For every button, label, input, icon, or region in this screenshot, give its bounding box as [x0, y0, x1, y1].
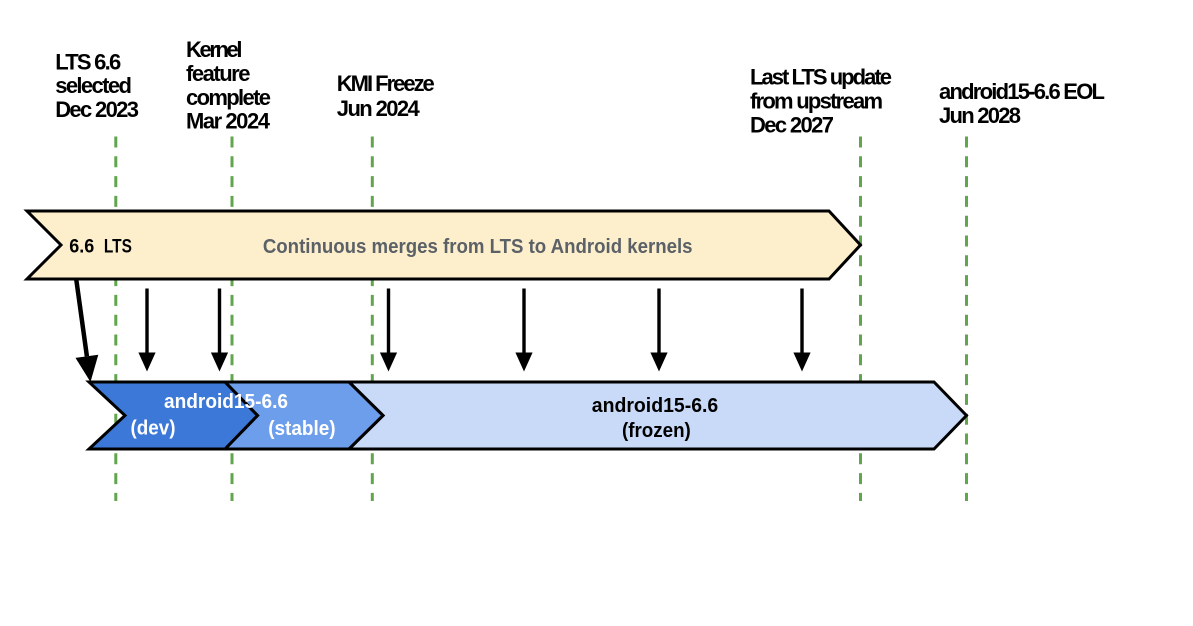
svg-text:selected: selected: [55, 73, 132, 98]
svg-text:android15-6.6 EOL: android15-6.6 EOL: [939, 79, 1105, 104]
svg-text:Last LTS update: Last LTS update: [750, 64, 892, 89]
svg-text:(stable): (stable): [268, 417, 335, 440]
svg-text:from upstream: from upstream: [750, 89, 883, 114]
svg-text:android15-6.6: android15-6.6: [592, 394, 719, 417]
svg-text:Dec 2027: Dec 2027: [750, 113, 834, 138]
svg-text:LTS: LTS: [104, 236, 132, 257]
svg-text:Mar 2024: Mar 2024: [186, 109, 271, 134]
svg-text:6.6: 6.6: [69, 236, 94, 257]
svg-text:KMI Freeze: KMI Freeze: [337, 71, 435, 96]
svg-text:android15-6.6: android15-6.6: [164, 390, 288, 413]
svg-text:Continuous merges from LTS to: Continuous merges from LTS to Android ke…: [263, 235, 693, 258]
svg-text:(dev): (dev): [131, 416, 176, 439]
svg-text:Jun 2028: Jun 2028: [939, 103, 1021, 128]
svg-text:Jun 2024: Jun 2024: [337, 96, 421, 121]
svg-text:Kernel: Kernel: [186, 37, 243, 62]
svg-text:Dec 2023: Dec 2023: [55, 97, 139, 122]
svg-text:feature: feature: [186, 61, 251, 86]
svg-text:complete: complete: [186, 85, 271, 110]
svg-text:(frozen): (frozen): [622, 419, 691, 442]
svg-text:LTS 6.6: LTS 6.6: [55, 50, 121, 75]
